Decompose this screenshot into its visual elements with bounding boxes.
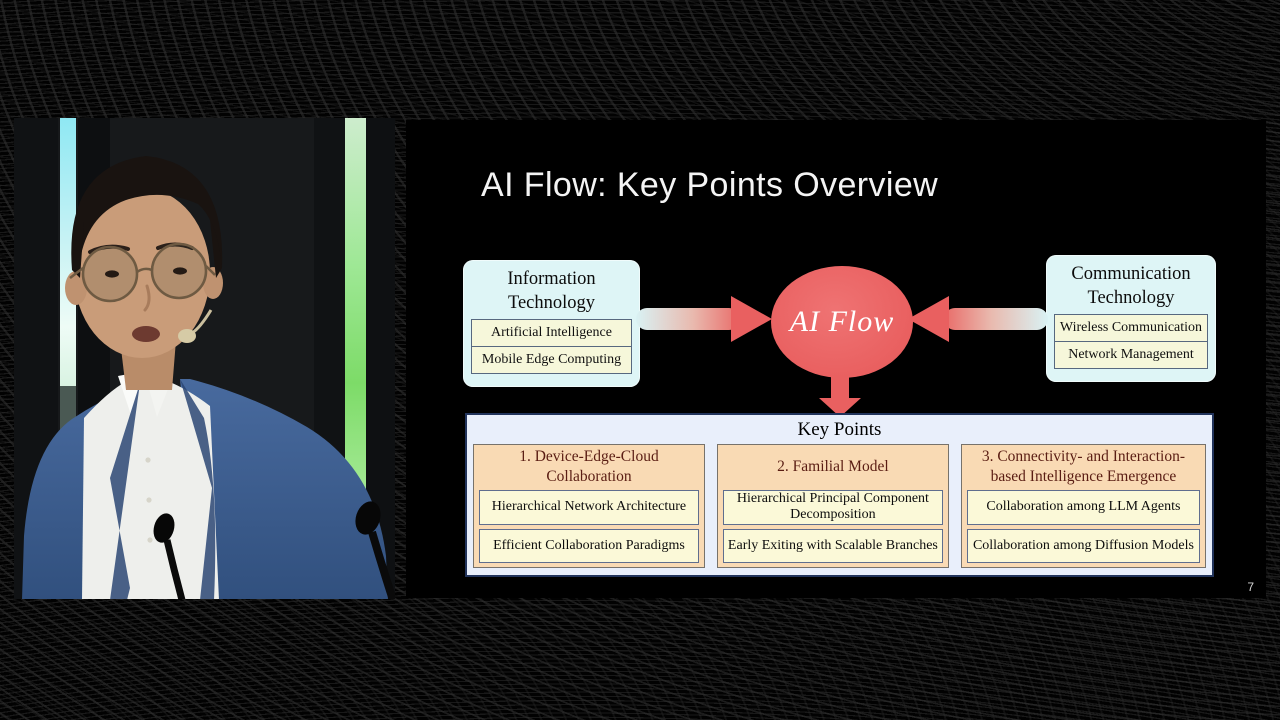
diagram-item: Artificial Intelligence xyxy=(471,319,632,347)
key-points-title: Key Points xyxy=(797,419,882,440)
diagram-item: Wireless Communication xyxy=(1054,314,1208,342)
key-point-column-3: 3. Connectivity- and Interaction-based I… xyxy=(960,444,1206,568)
key-point-header: 2. Familial Model xyxy=(777,457,889,475)
flow-arrow-down-icon xyxy=(819,398,861,417)
key-point-item: Collaboration among LLM Agents xyxy=(966,490,1200,525)
podium-microphone-icon xyxy=(153,513,186,599)
slide-title: AI Flow: Key Points Overview xyxy=(481,166,939,204)
flow-arrow-left-shaft xyxy=(636,308,740,330)
communication-technology-title: Communication Technology xyxy=(1071,264,1191,309)
information-technology-items: Artificial Intelligence Mobile Edge Comp… xyxy=(471,319,632,374)
speaker-illustration xyxy=(14,118,395,599)
flow-arrow-down-shaft xyxy=(831,374,849,400)
diagram-item: Network Management xyxy=(1054,340,1208,369)
information-technology-box: Information Technology Artificial Intell… xyxy=(463,260,640,387)
key-point-header: 3. Connectivity- and Interaction-based I… xyxy=(981,448,1186,485)
communication-technology-items: Wireless Communication Network Managemen… xyxy=(1054,314,1208,369)
key-point-item: Collaboration among Diffusion Models xyxy=(966,528,1200,564)
ai-flow-label: AI Flow xyxy=(789,305,895,338)
key-point-header: 1. Device-Edge-Cloud Collaboration xyxy=(519,448,659,485)
key-point-item: Early Exiting with Scalable Branches xyxy=(722,528,943,564)
slide-page-number: 7 xyxy=(1247,580,1254,594)
key-points-columns: 1. Device-Edge-Cloud Collaboration Hiera… xyxy=(473,444,1206,568)
presentation-slide: AI Flow: Key Points Overview Information… xyxy=(406,120,1266,598)
ai-flow-node: AI Flow xyxy=(771,266,913,378)
communication-technology-box: Communication Technology Wireless Commun… xyxy=(1046,255,1216,382)
flow-arrow-right-icon xyxy=(908,296,949,342)
flow-arrow-left-icon xyxy=(731,296,772,342)
key-point-column-2: 2. Familial Model Hierarchical Principal… xyxy=(716,444,949,568)
key-point-item: Hierarchical Principal Component Decompo… xyxy=(722,490,943,525)
flow-arrow-right-shaft xyxy=(944,308,1048,330)
key-point-item: Efficient Collaboration Paradigms xyxy=(479,528,699,564)
key-point-item: Hierarchical Network Architecture xyxy=(479,490,699,525)
speaker-video-frame xyxy=(14,118,395,599)
key-point-column-1: 1. Device-Edge-Cloud Collaboration Hiera… xyxy=(473,444,705,568)
headset-microphone-icon xyxy=(178,309,213,343)
diagram-item: Mobile Edge Computing xyxy=(471,345,632,374)
information-technology-title: Information Technology xyxy=(507,269,596,314)
key-points-container: Key Points 1. Device-Edge-Cloud Collabor… xyxy=(465,413,1214,577)
podium-microphone-2-icon xyxy=(355,501,395,599)
speaker xyxy=(22,156,388,599)
